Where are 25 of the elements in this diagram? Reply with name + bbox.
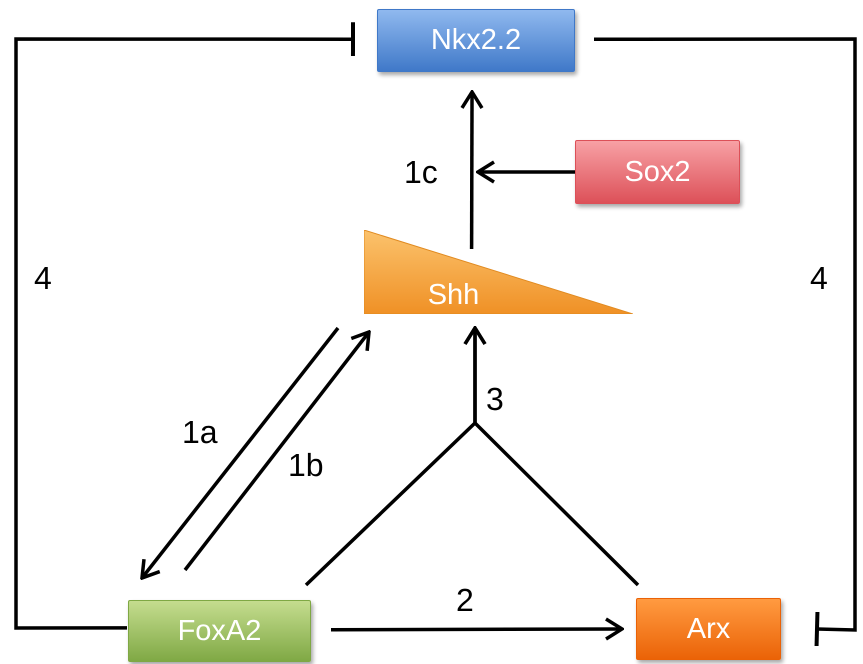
gradient-triangle: [364, 230, 633, 314]
gene-name: Nkx2.2: [430, 24, 522, 57]
gene-name: Arx: [686, 612, 730, 646]
gene-box: [377, 9, 575, 72]
edge-label: 1c: [404, 156, 438, 188]
arrow: [476, 160, 575, 184]
gene-box: [575, 140, 740, 204]
arrow: [460, 90, 484, 249]
edge-label: 1a: [182, 416, 218, 448]
gene-name: FoxA2: [178, 614, 262, 648]
edge-label: 4: [34, 262, 52, 294]
edge-label: 2: [456, 584, 474, 616]
gene-box: [636, 598, 781, 660]
arrow: [140, 326, 340, 580]
gene-name: Sox2: [624, 156, 691, 188]
edge-label: 1b: [288, 449, 324, 481]
inhibition-line: [594, 37, 857, 648]
edge-label: 3: [486, 383, 504, 415]
arrow: [184, 330, 371, 572]
inhibition-line: [14, 20, 355, 630]
gene-name: Shh: [428, 279, 480, 312]
arrow: [463, 326, 640, 586]
edge-label: 4: [810, 262, 828, 294]
arrow: [331, 617, 624, 641]
gene-box: [128, 600, 311, 662]
